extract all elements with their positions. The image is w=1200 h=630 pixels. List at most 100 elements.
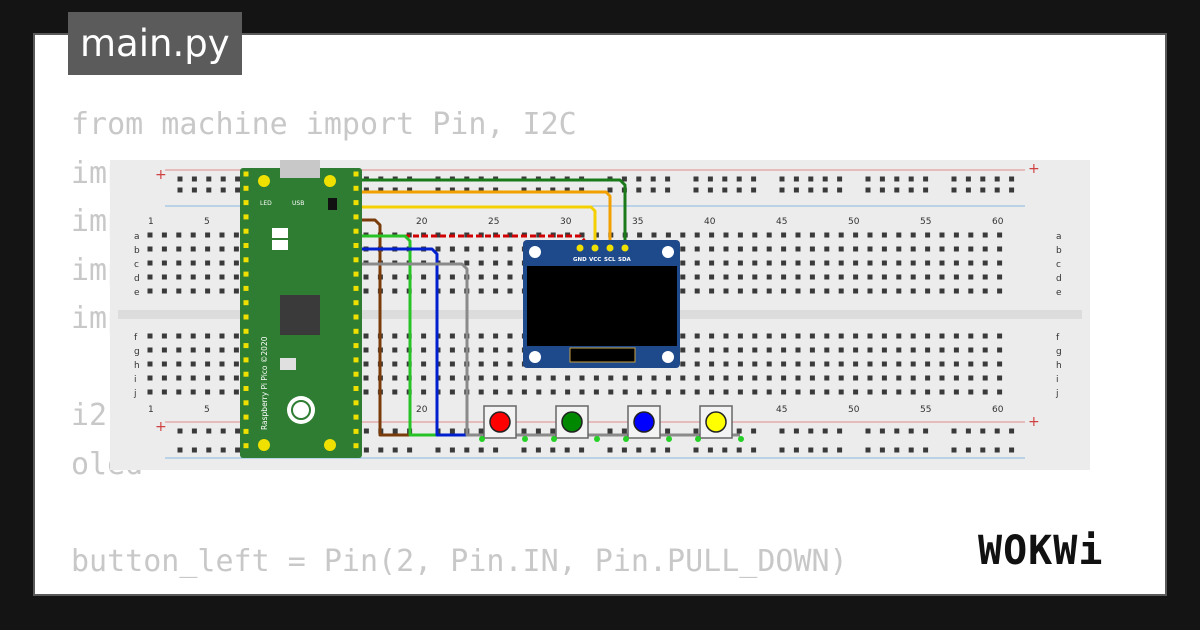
breadboard-hole [809, 347, 815, 353]
breadboard-hole [565, 389, 571, 395]
breadboard-hole [579, 375, 585, 381]
breadboard-hole [809, 333, 815, 339]
breadboard-hole [968, 333, 974, 339]
breadboard-hole [997, 260, 1003, 266]
button-cap[interactable] [633, 411, 655, 433]
pushbutton-green[interactable] [555, 405, 589, 439]
breadboard-hole [421, 288, 427, 294]
breadboard-hole [478, 361, 484, 367]
pico-pin [353, 285, 359, 291]
breadboard-hole [997, 347, 1003, 353]
oled-pin-scl [606, 244, 614, 252]
breadboard-hole [507, 347, 513, 353]
breadboard-hole [795, 246, 801, 252]
breadboard-hole [723, 288, 729, 294]
breadboard-hole [982, 375, 988, 381]
pushbutton-red[interactable] [483, 405, 517, 439]
oled-display[interactable]: GND VCC SCL SDA [523, 240, 680, 368]
breadboard-hole [709, 246, 715, 252]
breadboard-hole [147, 361, 153, 367]
breadboard-hole [997, 389, 1003, 395]
breadboard-hole [219, 246, 225, 252]
breadboard-hole [824, 361, 830, 367]
breadboard-hole [421, 274, 427, 280]
pico-debug-pad [272, 240, 288, 250]
row-letter: a [134, 232, 140, 242]
file-tab[interactable]: main.py [68, 12, 242, 75]
breadboard-hole [795, 260, 801, 266]
button-cap[interactable] [489, 411, 511, 433]
col-num: 45 [776, 405, 787, 415]
breadboard-hole [607, 187, 613, 193]
breadboard-hole [953, 361, 959, 367]
pico-pin [243, 285, 249, 291]
col-num: 50 [848, 217, 860, 227]
pico-pin [243, 314, 249, 320]
row-letter: g [1056, 347, 1062, 357]
breadboard-hole [766, 389, 772, 395]
button-cap[interactable] [561, 411, 583, 433]
breadboard-hole [809, 375, 815, 381]
pico-mount-hole [258, 439, 270, 451]
code-line-11: button_right = Pin(3, Pin.IN, Pin.PULL_D… [71, 586, 866, 594]
breadboard-hole [421, 375, 427, 381]
breadboard-hole [737, 274, 743, 280]
breadboard-hole [894, 428, 900, 434]
breadboard-hole [219, 361, 225, 367]
pico-pin [243, 243, 249, 248]
breadboard-hole [190, 361, 196, 367]
breadboard-hole [680, 333, 686, 339]
bootsel-button[interactable] [328, 198, 337, 210]
breadboard-hole [191, 428, 197, 434]
oled-mount-hole [662, 246, 674, 258]
col-num: 40 [704, 217, 716, 227]
breadboard-hole [925, 375, 931, 381]
breadboard-hole [233, 347, 239, 353]
col-num: 30 [560, 217, 572, 227]
breadboard-hole [205, 333, 211, 339]
breadboard-hole [650, 187, 656, 193]
breadboard-hole [896, 246, 902, 252]
breadboard-hole [723, 361, 729, 367]
breadboard-hole [994, 447, 1000, 453]
breadboard-hole [737, 260, 743, 266]
breadboard-hole [205, 347, 211, 353]
breadboard-hole [994, 428, 1000, 434]
code-line-9 [71, 489, 866, 538]
pushbutton-yellow[interactable] [699, 405, 733, 439]
breadboard-hole [220, 187, 226, 193]
breadboard-hole [737, 347, 743, 353]
breadboard-hole [910, 375, 916, 381]
breadboard-hole [795, 389, 801, 395]
breadboard-hole [363, 274, 369, 280]
breadboard-hole [392, 274, 398, 280]
raspberry-pi-pico[interactable]: LED USB Raspberry Pi Pico ©2020 [240, 160, 362, 458]
breadboard-hole [896, 274, 902, 280]
breadboard-hole [824, 375, 830, 381]
wire-vcc-yellow [350, 205, 597, 250]
breadboard-hole [191, 176, 197, 182]
breadboard-hole [205, 274, 211, 280]
breadboard-hole [449, 361, 455, 367]
breadboard-hole [536, 232, 542, 238]
col-num: 5 [204, 405, 210, 415]
breadboard-hole [205, 375, 211, 381]
breadboard-hole [982, 389, 988, 395]
breadboard-hole [680, 375, 686, 381]
button-cap[interactable] [705, 411, 727, 433]
breadboard-hole [161, 375, 167, 381]
breadboard-hole [779, 447, 785, 453]
breadboard-hole [161, 333, 167, 339]
breadboard-hole [968, 389, 974, 395]
row-letters: a b c d e f g h i j a b c d e f g h i j [133, 232, 1062, 399]
breadboard-hole [723, 333, 729, 339]
breadboard-hole [910, 232, 916, 238]
pico-pin [243, 185, 249, 191]
breadboard-hole [233, 246, 239, 252]
breadboard-hole [751, 176, 757, 182]
pico-pin [353, 343, 359, 349]
breadboard-hole [881, 274, 887, 280]
breadboard-hole [965, 428, 971, 434]
pushbutton-blue[interactable] [627, 405, 661, 439]
